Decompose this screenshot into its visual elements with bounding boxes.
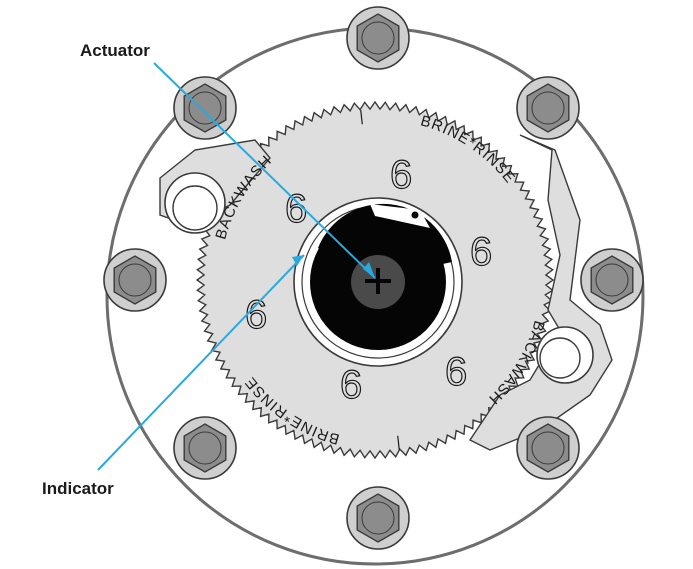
cam-hole-left [164, 172, 226, 234]
actuator-arrowhead-icon [363, 262, 375, 278]
indicator-label: Indicator [42, 479, 114, 498]
bolt-ring [103, 6, 644, 550]
bolt-icon [346, 486, 410, 550]
cycle-digit-group: 6 6 6 6 6 6 [244, 152, 492, 407]
cam-hole-right [536, 326, 594, 384]
bolt-icon [103, 248, 167, 312]
bolt-icon [346, 6, 410, 70]
cycle-digit-6: 6 [445, 350, 467, 394]
cycle-digit-3: 6 [470, 230, 492, 274]
dial-separator-bottom: | [395, 435, 402, 452]
actuator-leader-line [153, 62, 376, 279]
bolt-icon [173, 416, 237, 480]
bolt-icon [580, 248, 644, 312]
cycle-digit-1: 6 [285, 187, 307, 231]
cycle-digit-5: 6 [340, 363, 362, 407]
dial-separator-top: | [359, 108, 366, 125]
cycle-digit-4: 6 [245, 293, 267, 337]
indicator-leader-line [97, 254, 305, 471]
indicator-arrowhead-icon [292, 255, 304, 266]
indicator-dot-icon [411, 211, 419, 219]
bolt-icon [516, 416, 580, 480]
cycle-digit-2: 6 [390, 153, 412, 197]
bolt-icon [173, 76, 237, 140]
actuator-label: Actuator [80, 41, 150, 60]
plus-icon[interactable] [365, 268, 391, 294]
bolt-icon [516, 76, 580, 140]
